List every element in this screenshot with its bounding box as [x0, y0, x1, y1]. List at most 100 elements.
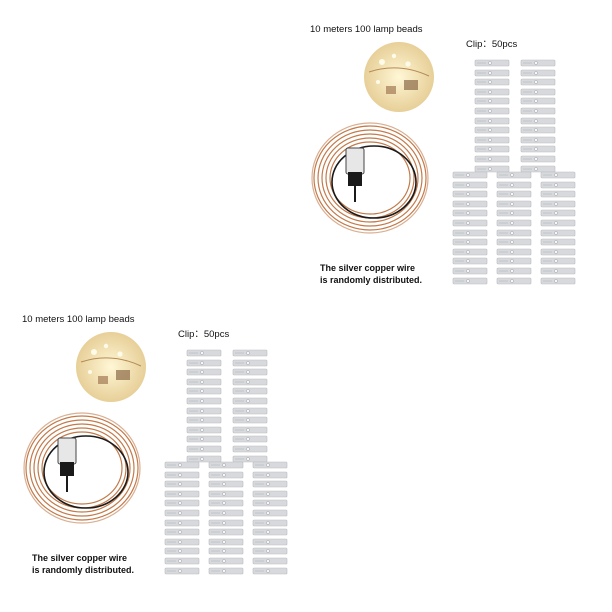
clip-item [208, 494, 244, 507]
clip-item [540, 166, 576, 179]
clip-item [452, 243, 488, 256]
clip-item [186, 430, 222, 443]
clip-item [252, 494, 288, 507]
product-panel-top: 10 meters 100 lamp beads [306, 16, 596, 306]
clip-item [474, 73, 510, 86]
clip-item [520, 131, 556, 144]
clip-item [252, 552, 288, 565]
clip-item [186, 363, 222, 376]
clip-item [540, 185, 576, 198]
clip-item [208, 523, 244, 536]
clip-item [540, 272, 576, 284]
clip-item [452, 233, 488, 246]
clip-item [186, 450, 222, 462]
clip-item [474, 140, 510, 153]
clip-item [164, 542, 200, 555]
clip-item [186, 382, 222, 395]
clip-item [452, 224, 488, 236]
clip-item [208, 552, 244, 565]
clip-item [232, 373, 268, 386]
clip-item [164, 494, 200, 507]
clip-item [540, 224, 576, 236]
clip-item [474, 83, 510, 96]
clip-item [186, 373, 222, 386]
clip-item [208, 562, 244, 574]
clip-item [232, 363, 268, 376]
clip-item [540, 233, 576, 246]
clip-item [496, 185, 532, 198]
clip-item [208, 533, 244, 546]
clip-item [452, 176, 488, 188]
clip-item [208, 466, 244, 478]
clip-item [452, 185, 488, 198]
product-panel-bottom: 10 meters 100 lamp beads [18, 306, 308, 596]
clip-item [496, 243, 532, 256]
caption-line: The silver copper wire [320, 263, 416, 273]
clip-item [452, 195, 488, 208]
caption-line: The silver copper wire [32, 553, 128, 563]
clip-item [208, 514, 244, 526]
clip-item [452, 214, 488, 227]
clip-item [540, 214, 576, 227]
clip-item [164, 504, 200, 517]
clip-item [474, 102, 510, 115]
clip-item [252, 485, 288, 498]
clip-item [208, 485, 244, 498]
clip-item [540, 195, 576, 208]
clip-item [520, 160, 556, 172]
clip-item [208, 456, 244, 469]
copper-wire-reel [20, 406, 150, 541]
lights-photo [364, 42, 434, 112]
clip-item [164, 485, 200, 498]
clip-item [186, 402, 222, 414]
clip-item [252, 475, 288, 488]
clip-item [520, 92, 556, 105]
clip-item [474, 54, 510, 67]
clip-item [520, 54, 556, 67]
caption-line: is randomly distributed. [320, 275, 423, 285]
clip-item [540, 243, 576, 256]
clip-item [474, 112, 510, 124]
clip-item [496, 262, 532, 275]
clip-item [540, 262, 576, 275]
copper-wire-reel [308, 116, 438, 251]
lights-photo [76, 332, 146, 402]
clip-item [540, 204, 576, 217]
clip-item [496, 204, 532, 217]
clip-item [208, 504, 244, 517]
clip-item [520, 121, 556, 134]
clip-item [252, 514, 288, 526]
clip-item [252, 533, 288, 546]
clip-item [164, 562, 200, 574]
clip-item [452, 166, 488, 179]
clip-item [474, 160, 510, 172]
clip-item [252, 542, 288, 555]
clip-item [164, 523, 200, 536]
clip-item [232, 430, 268, 443]
clip-item [164, 466, 200, 478]
clip-item [452, 272, 488, 284]
clip-item [496, 214, 532, 227]
clip-item [232, 411, 268, 424]
clip-item [496, 176, 532, 188]
clip-item [474, 64, 510, 76]
product-title: 10 meters 100 lamp beads [310, 24, 423, 35]
clip-item [164, 533, 200, 546]
caption-line: is randomly distributed. [32, 565, 135, 575]
clip-item [208, 475, 244, 488]
clip-item [520, 83, 556, 96]
clip-item [186, 354, 222, 366]
clip-item [164, 552, 200, 565]
clip-item [232, 392, 268, 405]
clip-item [252, 466, 288, 478]
clip-item [186, 411, 222, 424]
clip-quantity-label: Clip：50pcs [178, 329, 230, 340]
clip-item [164, 456, 200, 469]
clip-item [452, 204, 488, 217]
clip-item [520, 112, 556, 124]
clip-item [232, 402, 268, 414]
clip-item [540, 252, 576, 265]
wire-caption: The silver copper wire is randomly distr… [320, 262, 422, 286]
clip-item [252, 456, 288, 469]
clip-item [252, 504, 288, 517]
